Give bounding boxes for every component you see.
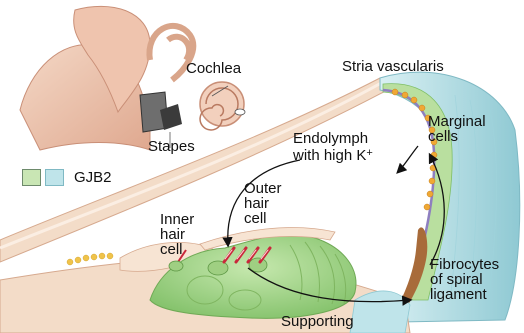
- label-outer-hair-cell: Outer hair cell: [244, 181, 282, 226]
- arrow-stria-to-endolymph: [398, 146, 418, 172]
- label-fibrocytes: Fibrocytes of spiral ligament: [430, 257, 499, 302]
- legend-swatch-green: [22, 169, 41, 186]
- legend-label: GJB2: [74, 170, 112, 185]
- label-endolymph-text: Endolymph with high K: [293, 130, 368, 164]
- label-stria-vascularis: Stria vascularis: [342, 59, 444, 74]
- legend-swatch-blue: [45, 169, 64, 186]
- label-inner-hair-cell: Inner hair cell: [160, 212, 194, 257]
- label-stapes: Stapes: [148, 139, 195, 154]
- label-endolymph-superscript: +: [366, 147, 372, 159]
- ear-inset: [20, 6, 245, 150]
- label-marginal-cells: Marginal cells: [428, 114, 486, 144]
- label-cochlea: Cochlea: [186, 61, 241, 76]
- label-endolymph: Endolymph with high K+: [293, 131, 373, 163]
- spiral-limbus-dots: [67, 253, 113, 265]
- label-supporting: Supporting: [281, 314, 354, 329]
